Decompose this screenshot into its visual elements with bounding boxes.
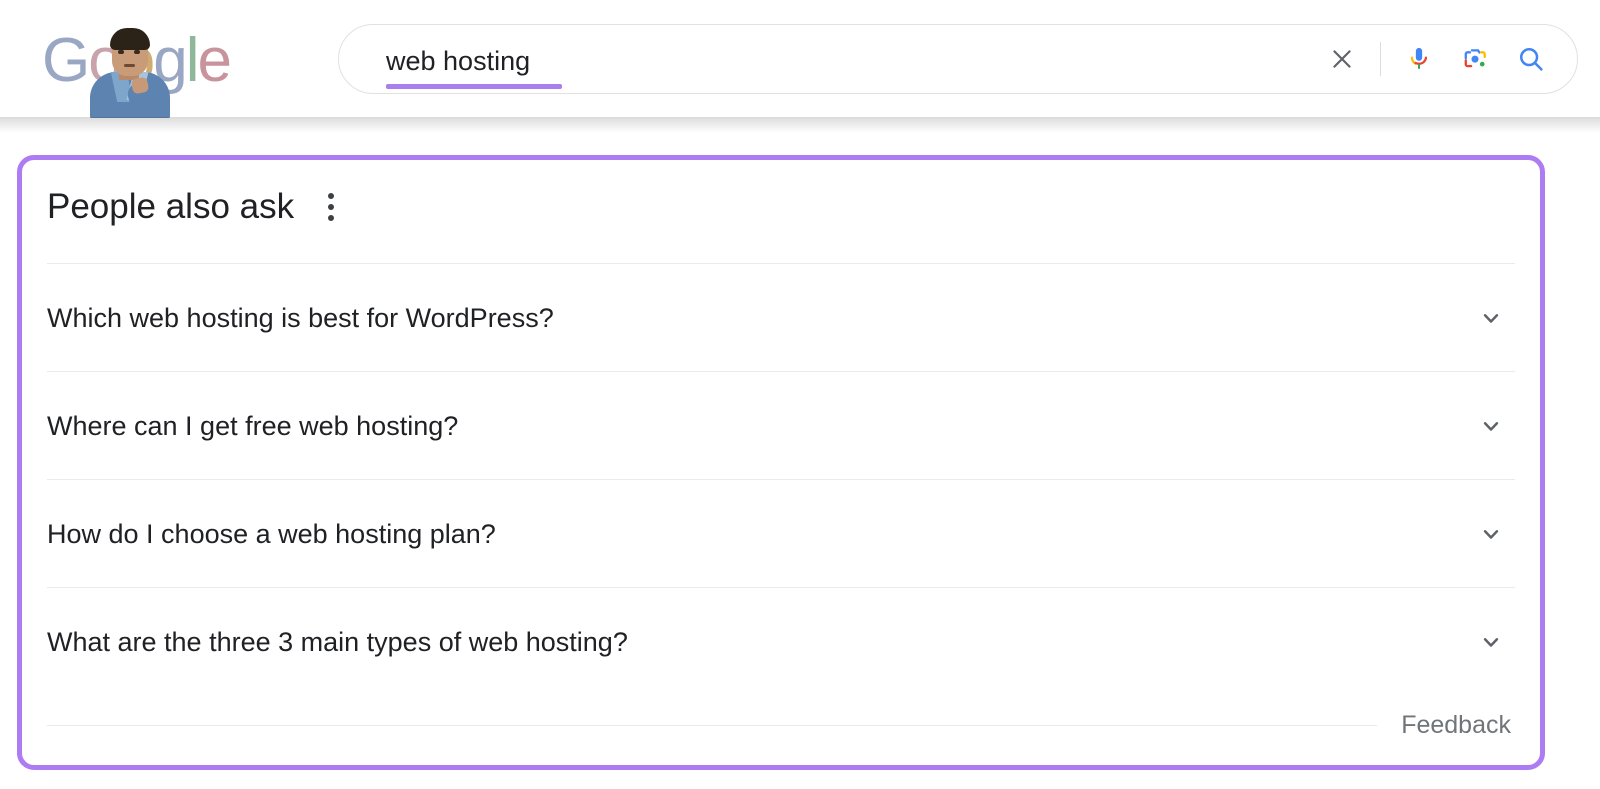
logo-letter-l: l [185, 26, 200, 95]
people-also-ask-header: People also ask [47, 186, 342, 228]
doodle-portrait-illustration [86, 20, 174, 118]
question-text: Where can I get free web hosting? [47, 410, 459, 441]
google-doodle-logo[interactable]: Google [42, 18, 242, 118]
list-item[interactable]: Where can I get free web hosting? [47, 371, 1515, 479]
chevron-down-icon [1483, 313, 1499, 323]
people-also-ask-footer: Feedback [47, 705, 1515, 745]
question-text: Which web hosting is best for WordPress? [47, 302, 554, 333]
expand-question-button[interactable] [1471, 622, 1511, 662]
search-icon [1519, 47, 1543, 71]
chevron-down-icon [1483, 421, 1499, 431]
clear-search-button[interactable] [1314, 31, 1370, 87]
search-box[interactable]: web hosting [338, 24, 1578, 94]
people-also-ask-question-list: Which web hosting is best for WordPress?… [47, 263, 1515, 695]
feedback-link[interactable]: Feedback [1401, 711, 1511, 739]
submit-search-button[interactable] [1503, 31, 1559, 87]
expand-question-button[interactable] [1471, 514, 1511, 554]
close-icon [1333, 50, 1351, 68]
search-query-highlight-underline [386, 84, 562, 89]
google-lens-camera-icon [1464, 49, 1486, 68]
three-dot-vertical-menu-icon[interactable] [320, 187, 342, 227]
page-title: People also ask [47, 187, 295, 226]
chevron-down-icon [1483, 637, 1499, 647]
expand-question-button[interactable] [1471, 298, 1511, 338]
logo-letter-e: e [197, 26, 232, 95]
logo-letter-g1: G [42, 26, 90, 95]
footer-divider [47, 724, 1378, 726]
search-header: Google web hosting [0, 0, 1600, 118]
chevron-down-icon [1483, 529, 1499, 539]
people-also-ask-panel: People also ask Which web hosting is bes… [17, 155, 1545, 770]
question-text: What are the three 3 main types of web h… [47, 626, 628, 657]
list-item[interactable]: How do I choose a web hosting plan? [47, 479, 1515, 587]
list-item[interactable]: What are the three 3 main types of web h… [47, 587, 1515, 695]
list-item[interactable]: Which web hosting is best for WordPress? [47, 263, 1515, 371]
google-lens-button[interactable] [1447, 31, 1503, 87]
search-icons-divider [1380, 42, 1381, 76]
question-text: How do I choose a web hosting plan? [47, 518, 496, 549]
voice-search-button[interactable] [1391, 31, 1447, 87]
expand-question-button[interactable] [1471, 406, 1511, 446]
search-input[interactable]: web hosting [386, 46, 531, 76]
header-drop-shadow [0, 117, 1600, 133]
microphone-icon [1410, 47, 1428, 69]
